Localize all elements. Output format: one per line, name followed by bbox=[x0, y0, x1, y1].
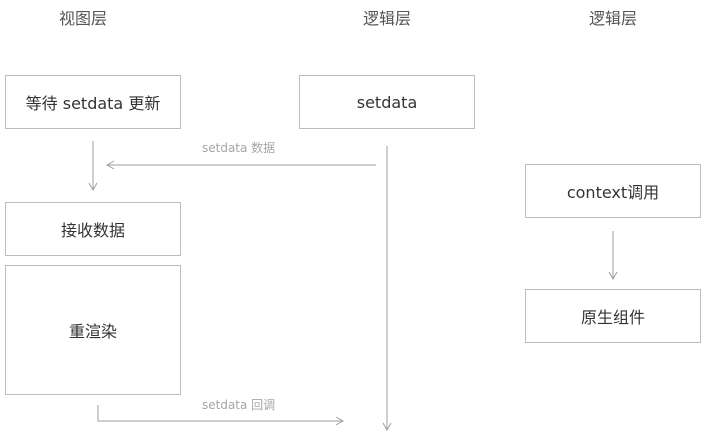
node-context-call: context调用 bbox=[525, 164, 701, 218]
column-header-logic-1: 逻辑层 bbox=[362, 9, 411, 28]
arrowhead-logic-lifeline bbox=[382, 422, 392, 432]
node-native-component-label: 原生组件 bbox=[580, 308, 645, 327]
edge-label-setdata-data: setdata 数据 bbox=[202, 141, 276, 155]
column-header-logic-2: 逻辑层 bbox=[588, 9, 637, 28]
node-wait-update: 等待 setdata 更新 bbox=[5, 75, 181, 129]
node-context-call-label: context调用 bbox=[566, 183, 660, 202]
node-rerender-label: 重渲染 bbox=[68, 322, 117, 341]
arrowhead-setdata-data bbox=[105, 160, 115, 170]
node-native-component: 原生组件 bbox=[525, 289, 701, 343]
arrowhead-wait-to-receive bbox=[88, 182, 98, 192]
arrowhead-context-to-native bbox=[608, 271, 618, 281]
arrowhead-setdata-callback bbox=[335, 416, 345, 426]
column-header-view: 视图层 bbox=[58, 9, 107, 28]
node-wait-update-label: 等待 setdata 更新 bbox=[25, 94, 161, 113]
node-receive-data-label: 接收数据 bbox=[60, 221, 125, 240]
node-rerender: 重渲染 bbox=[5, 265, 181, 395]
node-setdata-label: setdata bbox=[356, 92, 418, 112]
arrow-setdata-callback bbox=[97, 405, 342, 422]
node-setdata: setdata bbox=[299, 75, 475, 129]
edge-label-setdata-callback: setdata 回调 bbox=[202, 398, 276, 412]
node-receive-data: 接收数据 bbox=[5, 202, 181, 256]
